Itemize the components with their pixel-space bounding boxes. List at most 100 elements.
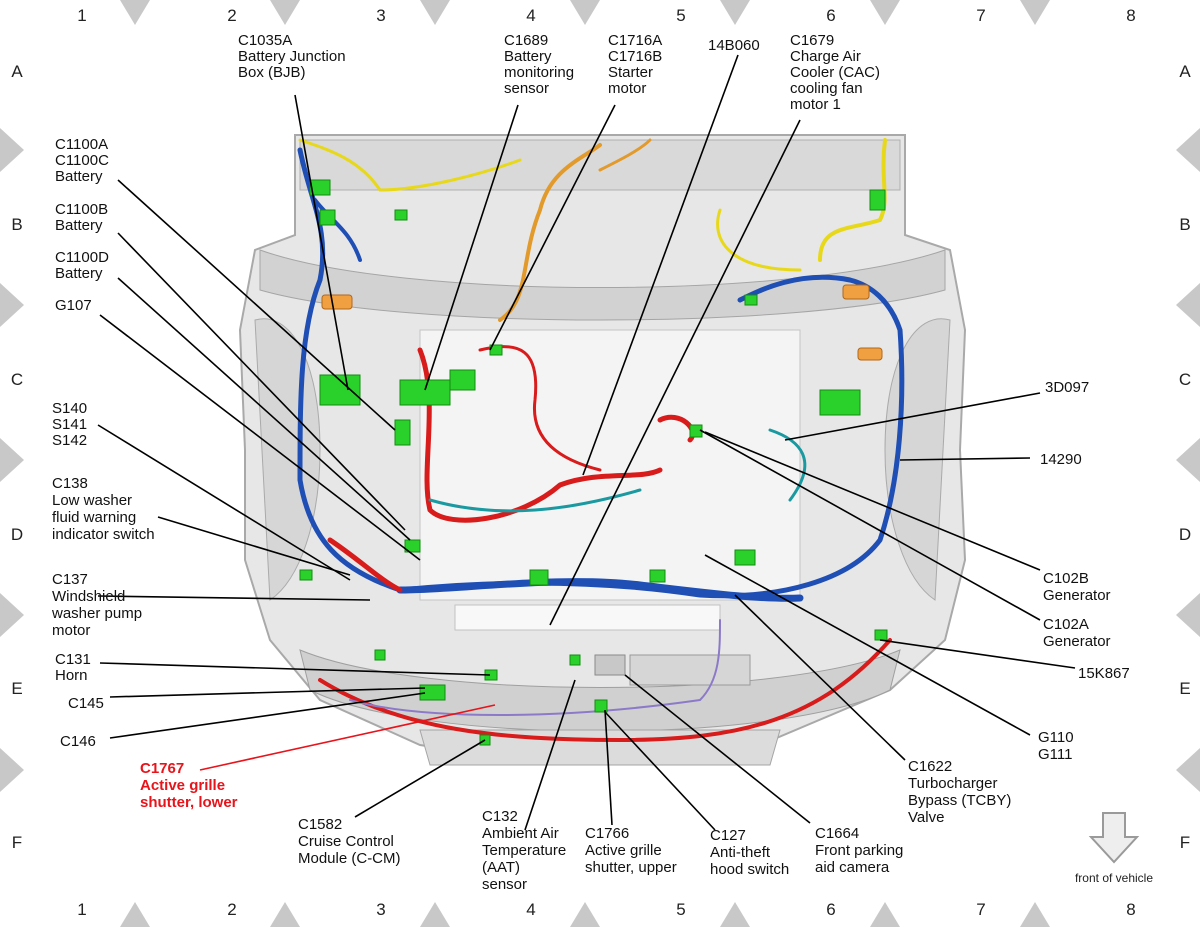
label-c1100a: C1100A C1100C Battery — [55, 136, 113, 185]
grid-col-5: 5 — [676, 6, 685, 25]
label-c102a: C102A Generator — [1043, 616, 1111, 650]
grid-row-a: A — [11, 62, 23, 81]
grid-col-2: 2 — [227, 900, 236, 919]
label-line: Generator — [1043, 587, 1111, 604]
label-line: Anti-theft — [710, 844, 771, 861]
label-s140: S140 S141 S142 — [52, 400, 91, 449]
label-line: Front parking — [815, 842, 903, 859]
label-line: C1664 — [815, 825, 859, 842]
label-line: 14B060 — [708, 37, 760, 54]
label-c1100d: C1100D Battery — [55, 249, 113, 282]
label-line: C145 — [68, 695, 104, 712]
label-line: C1582 — [298, 816, 342, 833]
label-line: Turbocharger — [908, 775, 998, 792]
label-line: Low washer — [52, 492, 132, 509]
grid-col-3: 3 — [376, 900, 385, 919]
grid-row-d: D — [1179, 525, 1191, 544]
label-c146: C146 — [60, 733, 96, 750]
label-c1100b: C1100B Battery — [55, 201, 112, 234]
grid-row-e: E — [11, 679, 22, 698]
label-line: Battery — [55, 217, 103, 234]
label-c1767: C1767 Active grille shutter, lower — [140, 760, 238, 811]
label-line: washer pump — [51, 605, 142, 622]
label-c1679: C1679 Charge Air Cooler (CAC) cooling fa… — [790, 32, 884, 113]
grid-col-4: 4 — [526, 900, 535, 919]
orange-grommets — [321, 284, 883, 361]
label-c138: C138 Low washer fluid warning indicator … — [52, 475, 155, 543]
label-line: C1766 — [585, 825, 629, 842]
label-line: Active grille — [140, 777, 225, 794]
grid-rows-left: A B C D E F — [11, 62, 23, 852]
grid-row-b: B — [11, 215, 22, 234]
grid-col-6: 6 — [826, 6, 835, 25]
label-line: C1689 — [504, 32, 548, 49]
label-14b060: 14B060 — [708, 37, 760, 54]
label-line: Battery Junction — [238, 48, 346, 65]
label-line: C102B — [1043, 570, 1089, 587]
grid-col-8: 8 — [1126, 900, 1135, 919]
grid-col-5: 5 — [676, 900, 685, 919]
label-line: hood switch — [710, 861, 789, 878]
grid-col-3: 3 — [376, 6, 385, 25]
label-g107: G107 — [55, 297, 92, 314]
down-arrow-icon — [1088, 812, 1140, 864]
label-line: Ambient Air — [482, 825, 559, 842]
label-c127: C127 Anti-theft hood switch — [710, 827, 789, 878]
connectors — [299, 179, 888, 746]
label-line: Charge Air — [790, 48, 861, 65]
label-line: cooling fan — [790, 80, 863, 97]
label-c145: C145 — [68, 695, 104, 712]
label-line: C1622 — [908, 758, 952, 775]
label-line: Windshield — [52, 588, 125, 605]
grid-col-6: 6 — [826, 900, 835, 919]
grid-col-1: 1 — [77, 6, 86, 25]
grid-rows-right: A B C D E F — [1179, 62, 1191, 852]
label-line: Module (C-CM) — [298, 850, 401, 867]
label-line: C137 — [52, 571, 88, 588]
label-line: Battery — [504, 48, 552, 65]
grid-row-f: F — [1180, 833, 1190, 852]
label-line: motor 1 — [790, 96, 841, 113]
grid-columns-bottom: 1 2 3 4 5 6 7 8 — [77, 900, 1135, 919]
label-line: C146 — [60, 733, 96, 750]
grid-row-c: C — [1179, 370, 1191, 389]
label-line: C131 — [55, 651, 91, 668]
label-line: Temperature — [482, 842, 566, 859]
label-line: C1679 — [790, 32, 834, 49]
label-c1035a: C1035A Battery Junction Box (BJB) — [238, 32, 350, 81]
grid-row-b: B — [1179, 215, 1190, 234]
label-line: Horn — [55, 667, 88, 684]
label-line: monitoring — [504, 64, 574, 81]
label-line: aid camera — [815, 859, 890, 876]
grid-col-1: 1 — [77, 900, 86, 919]
label-line: C1100B — [55, 201, 108, 218]
label-line: S141 — [52, 416, 87, 433]
label-line: Battery — [55, 265, 103, 282]
grid-columns-top: 1 2 3 4 5 6 7 8 — [77, 6, 1135, 25]
grid-col-7: 7 — [976, 900, 985, 919]
grid-row-e: E — [1179, 679, 1190, 698]
label-c1622: C1622 Turbocharger Bypass (TCBY) Valve — [908, 758, 1016, 826]
label-line: Box (BJB) — [238, 64, 306, 81]
grid-col-4: 4 — [526, 6, 535, 25]
label-c1689: C1689 Battery monitoring sensor — [504, 32, 578, 97]
grid-row-a: A — [1179, 62, 1191, 81]
label-line: C1100A — [55, 136, 108, 153]
label-15k867: 15K867 — [1078, 665, 1130, 682]
label-line: shutter, lower — [140, 794, 238, 811]
front-of-vehicle-label: front of vehicle — [1075, 871, 1153, 885]
label-line: Battery — [55, 168, 103, 185]
label-line: Active grille — [585, 842, 662, 859]
label-line: C138 — [52, 475, 88, 492]
label-g110: G110 G111 — [1038, 729, 1078, 763]
label-line: Valve — [908, 809, 944, 826]
label-line: motor — [608, 80, 646, 97]
label-line: sensor — [504, 80, 549, 97]
label-line: Cruise Control — [298, 833, 394, 850]
grid-col-2: 2 — [227, 6, 236, 25]
label-c1766: C1766 Active grille shutter, upper — [585, 825, 677, 876]
label-c131: C131 Horn — [55, 651, 95, 684]
label-c1582: C1582 Cruise Control Module (C-CM) — [298, 816, 401, 867]
label-line: C1716B — [608, 48, 662, 65]
